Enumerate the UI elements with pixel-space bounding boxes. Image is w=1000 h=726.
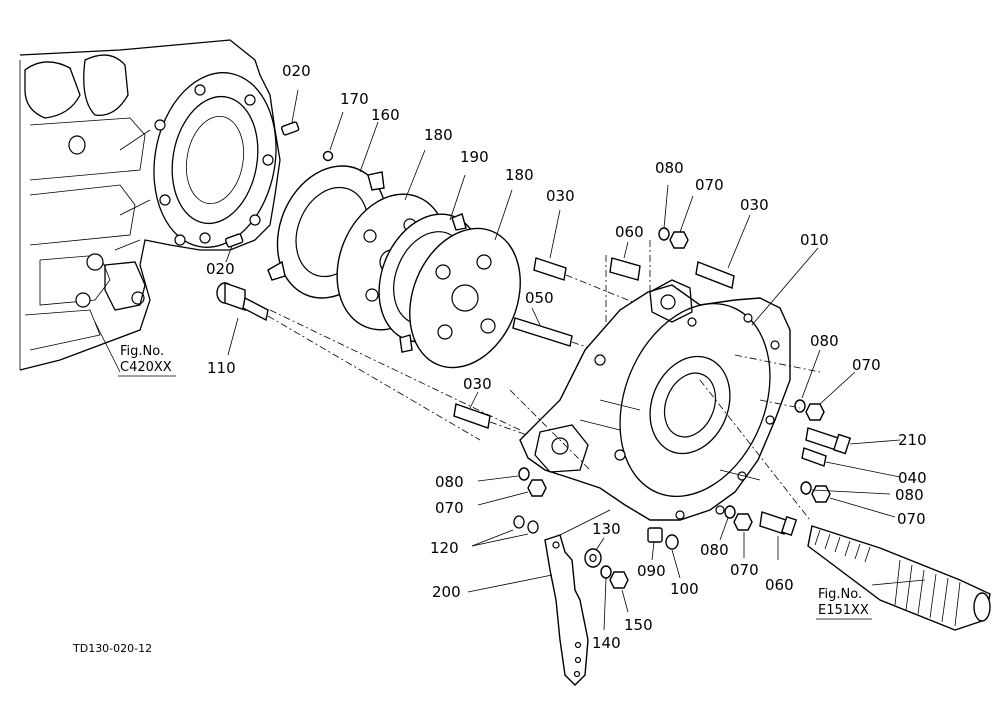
callout-180: 180 [424,126,453,144]
callout-070: 070 [852,356,881,374]
washer-140 [600,565,612,631]
washer-nut-080-070-top [649,184,694,320]
ball-170 [322,111,344,162]
washer-nut-080-070-bottom [719,505,753,558]
center-line [509,389,591,471]
callout-150: 150 [624,616,653,634]
callout-190: 190 [460,148,489,166]
fig-ref-label: Fig.No. [818,587,862,602]
callout-130: 130 [592,520,621,538]
callout-210: 210 [898,431,927,449]
nut-150 [609,571,629,613]
washer-100 [665,534,681,579]
fig-ref-code: C420XX [120,360,172,375]
washer-nut-080-070-right-lower [800,481,896,518]
fig-ref-c420xx[interactable]: Fig.No. C420XX [94,321,176,377]
callout-070: 070 [730,561,759,579]
callout-170: 170 [340,90,369,108]
callout-020: 020 [206,260,235,278]
dowel-pin-020-lower [224,233,244,263]
input-shaft [807,525,991,631]
callout-070: 070 [695,176,724,194]
clutch-disc-180-b [409,189,521,369]
callout-030: 030 [463,375,492,393]
callout-200: 200 [432,583,461,601]
callout-030: 030 [546,187,575,205]
o-rings-120 [471,515,539,547]
callout-080: 080 [810,332,839,350]
callout-080: 080 [655,159,684,177]
lever-200 [467,509,611,686]
engine-block [19,39,281,371]
clutch-housing-010 [519,247,819,521]
callout-100: 100 [670,580,699,598]
washer-130 [584,537,605,568]
washer-nut-080-070-left [477,467,547,506]
callout-080: 080 [435,473,464,491]
plug-090 [647,527,663,561]
callout-180: 180 [505,166,534,184]
center-line [269,309,521,431]
callout-050: 050 [525,289,554,307]
bolt-210 [805,427,901,455]
fig-ref-e151xx[interactable]: Fig.No. E151XX [816,587,872,620]
stud-030-upper-right [695,214,751,289]
stud-030-lower [453,391,531,437]
callout-140: 140 [592,634,621,652]
callout-010: 010 [800,231,829,249]
callout-labels: 020 170 160 180 190 180 080 070 030 030 … [206,62,927,652]
callout-160: 160 [371,106,400,124]
callout-030: 030 [740,196,769,214]
callout-080: 080 [895,486,924,504]
dowel-pin-020-upper [280,89,300,136]
fig-ref-label: Fig.No. [120,344,164,359]
callout-110: 110 [207,359,236,377]
bolt-110 [216,282,481,441]
callout-020: 020 [282,62,311,80]
drawing-code: TD130-020-12 [72,642,152,655]
bolt-060-lower [759,511,798,560]
washer-nut-080-070-right-upper [759,349,856,421]
callout-080: 080 [700,541,729,559]
stud-030-upper-left [533,209,641,306]
callout-060: 060 [615,223,644,241]
bolt-040 [801,447,901,478]
stud-050 [512,307,601,353]
callout-120: 120 [430,539,459,557]
callout-070: 070 [897,510,926,528]
callout-060: 060 [765,576,794,594]
callout-090: 090 [637,562,666,580]
callout-070: 070 [435,499,464,517]
fig-ref-code: E151XX [818,603,869,618]
callout-040: 040 [898,469,927,487]
